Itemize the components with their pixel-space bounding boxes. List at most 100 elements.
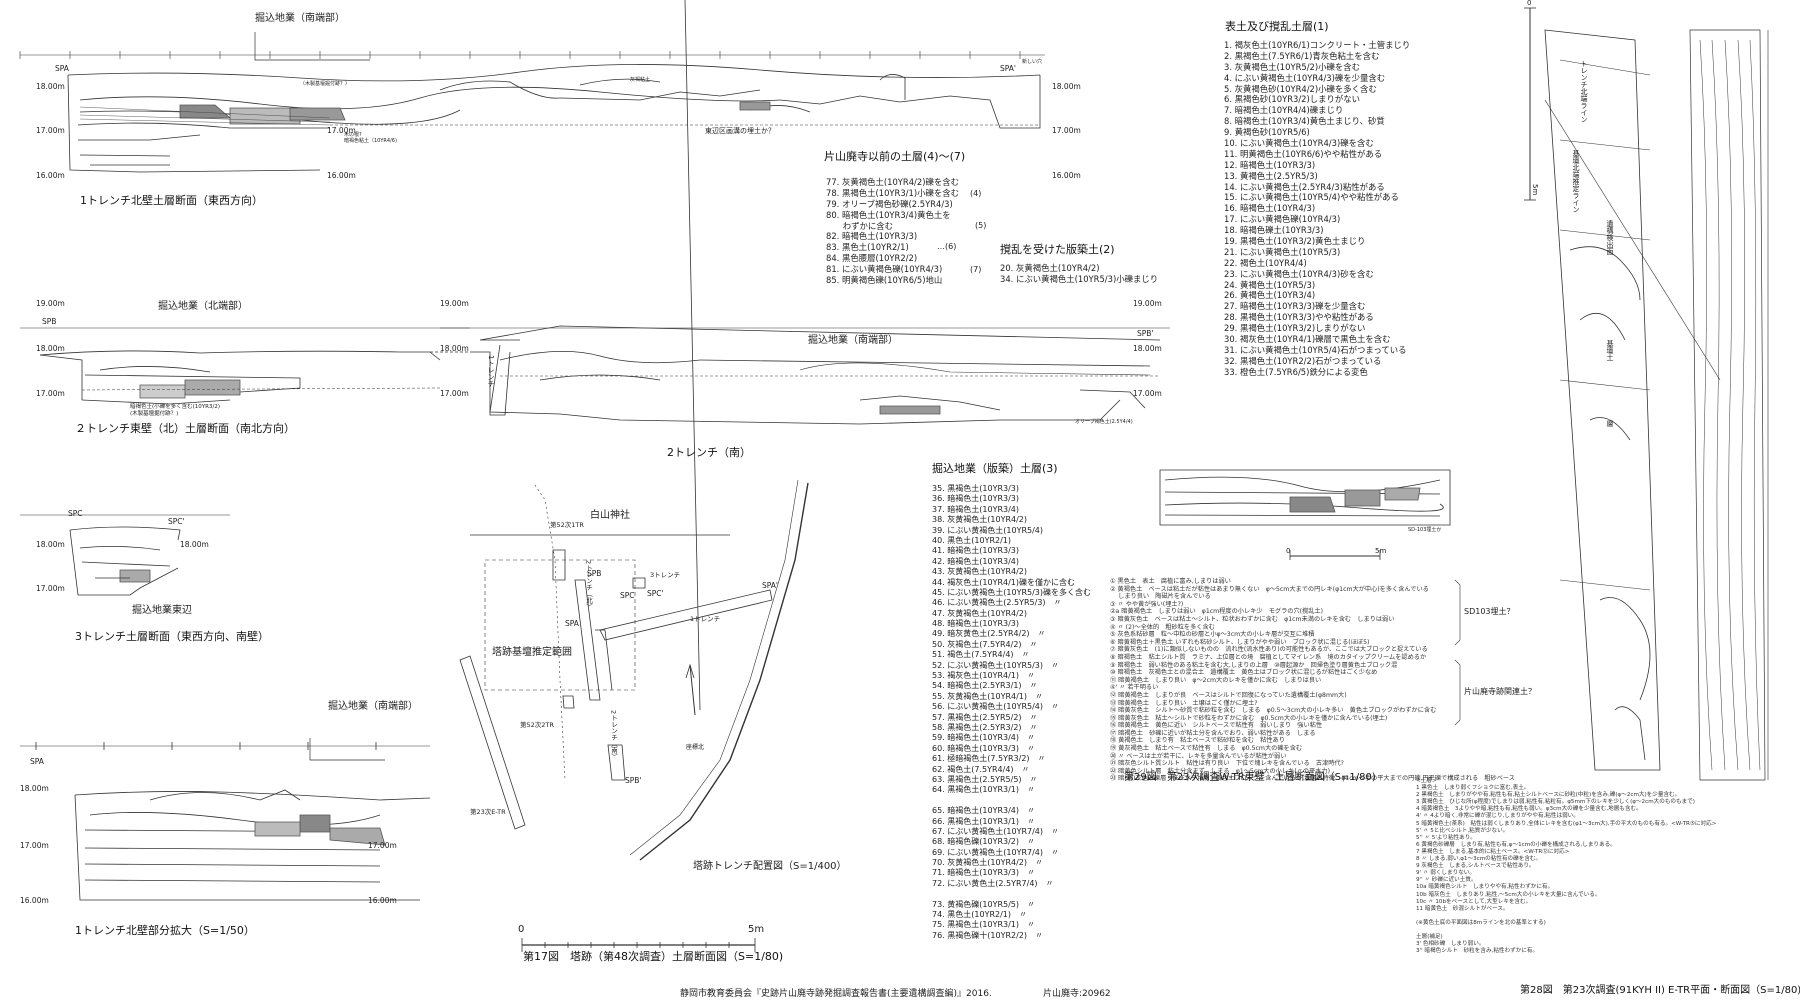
legend-bank-item: 41. 暗褐色土(10YR3/3) xyxy=(932,546,1020,556)
fig17-scale-bar xyxy=(521,938,756,952)
legend-surface-item: 31. にぶい黄褐色土(10YR5/4)石がつまっている xyxy=(1224,344,1407,355)
fig28-v3: 層 xyxy=(1606,420,1614,427)
legend-bank-item: 76. 黒褐色礫十(10YR2/2) 〃 xyxy=(932,930,1044,940)
fig2-elev-19-mid: 19.00m xyxy=(440,299,469,308)
fig4-elev-16-right: 16.00m xyxy=(368,896,397,905)
legend-pre-item: 85. 明黄褐色礫(10YR6/5)地山 xyxy=(826,275,943,286)
fig2-elev-17-mid: 17.00m xyxy=(440,389,469,398)
fig28-legend-item: 4 暗黄褐色土 3よりやや暗,粘性も有,粘性も弱い。φ3cm大の礫を少量含む,地… xyxy=(1416,806,1642,813)
legend-surface-item: 14. にぶい黄褐色土(2.5YR4/3)粘性がある xyxy=(1224,181,1385,192)
plan-spb-prime: SPB' xyxy=(625,776,642,785)
fig28-v1: 遺構検出面 xyxy=(1606,220,1614,255)
fig1-top-label: 掘込地業（南端部） xyxy=(255,13,345,24)
legend-bank-item: 70. 灰黄褐色土(10YR4/2) 〃 xyxy=(932,858,1044,868)
fig3-label: 掘込地業東辺 xyxy=(132,605,192,616)
fig1-elev-17-mid: 17.00m xyxy=(327,126,356,135)
fig1-note-4: 東辺区画溝の埋土か？ xyxy=(705,127,775,135)
plan-shrine: 白山神社 xyxy=(590,510,630,521)
fig28-legend-item: 9'' 〃 砂礫に近い土質。 xyxy=(1416,877,1477,884)
fig28-side: トレンチ北端ライン xyxy=(1580,60,1588,123)
fig4-elev-16: 16.00m xyxy=(20,896,49,905)
fig3-caption: 3トレンチ土層断面（東西方向、南壁） xyxy=(75,630,269,643)
fig4-elev-17-right: 17.00m xyxy=(368,841,397,850)
legend-bank-item: 48. 暗褐色土(10YR3/3) xyxy=(932,619,1020,629)
legend-surface-item: 18. 暗褐色礫土(10YR3/3) xyxy=(1224,225,1324,236)
fig29-legend-item: ⑮ 暗黄灰色土 粘土〜シルトで砂粒をわずかに含む φ0.5cm大の小レキを僅かに… xyxy=(1110,714,1388,722)
fig29-legend-item: ⑥ 暗黄褐色土＋黒色土 いずれも粘砂シルト、しまりがやや弱い ブロック状に混じる… xyxy=(1110,638,1370,646)
fig28-legend-item: 4' 〃 4より暗く,非常に礫が混じり,しまりがやや有,粘性は弱い。 xyxy=(1416,813,1579,820)
fig28-legend: <土層> 1 黒色土 しまり弱くフショクに富む,表土。 2 黒褐色土 しまりがや… xyxy=(1416,778,1716,955)
fig28-scale-0: 0 xyxy=(1527,0,1532,7)
plan-spa-prime: SPA' xyxy=(762,581,778,590)
fig29-legend-item: ⑦ 暗黄灰色土 (1)に類似しないものの 流れ性(流水性あり)の可能性もあるが、… xyxy=(1110,646,1428,654)
fig2-caption-left: ２トレンチ東壁（北）土層断面（南北方向） xyxy=(75,422,295,435)
legend-bank-item: 74. 黒色土(10YR2/1) 〃 xyxy=(932,910,1028,920)
fig2-elev-19-right: 19.00m xyxy=(1133,299,1162,308)
legend-surface-item: 11. 明黄褐色土(10YR6/6)やや粘性がある xyxy=(1224,148,1383,159)
fig17-scale-0: 0 xyxy=(518,924,525,935)
fig2-top-left-label: 掘込地業（北端部） xyxy=(158,301,248,312)
fig1-section xyxy=(19,32,1045,173)
legend-bank-item: 37. 暗褐色土(10YR3/4) xyxy=(932,504,1020,514)
legend-pre-item: わずかに含む xyxy=(826,220,893,231)
plan-spa: SPA xyxy=(565,619,579,628)
fig3-elev-18-right: 18.00m xyxy=(180,540,209,549)
plan-caption: 塔跡トレンチ配置図（S=1/400） xyxy=(693,861,847,872)
fig29-side-1: SD103埋土？ xyxy=(1464,607,1515,616)
legend-surface-item: 16. 暗褐色土(10YR4/3) xyxy=(1224,203,1316,214)
fig28-legend-item xyxy=(1416,913,1716,920)
fig1-elev-16-right: 16.00m xyxy=(1052,171,1081,180)
fig2-spb-prime: SPB' xyxy=(1137,329,1154,338)
fig29-legend-item: ⑫ 暗黄褐色土 しまりが良 ベースはシルトで回復になっていた遺構覆土(φ8mm大… xyxy=(1110,691,1347,699)
legend-bank-item: 59. 暗褐色土(10YR3/4) 〃 xyxy=(932,733,1036,743)
fig4-spa: SPA xyxy=(30,757,44,766)
legend-bank-item: 38. 灰黄褐色土(10YR4/2) xyxy=(932,515,1028,525)
footer-id: 片山廃寺:20962 xyxy=(1043,989,1111,999)
fig29-scale-5m: 5m xyxy=(1375,547,1387,555)
fig3-elev-17: 17.00m xyxy=(36,584,65,593)
fig3-section xyxy=(20,514,230,596)
legend-bank-item: 58. 黒褐色土(2.5YR3/2) 〃 xyxy=(932,722,1038,732)
legend-bank-item: 61. 極暗褐色土(7.5YR3/2) 〃 xyxy=(932,754,1046,764)
legend-surface-item: 7. 暗褐色土(10YR4/4)礫まじり xyxy=(1224,105,1344,116)
legend-bank-title: 掘込地業（版築）土層(3) xyxy=(932,462,1058,475)
fig29-legend-item: ⑳ 〃 ベースは土が若干に、レキを多量含んでいるが粘性が弱い xyxy=(1110,752,1287,760)
legend-disturbed-item: 20. 灰黄褐色土(10YR4/2) xyxy=(1000,263,1100,273)
fig28-legend-item: 10b 暗灰色土 しまりあり,粘性,〜5cm大の小レキを大量に含んでいる。 xyxy=(1416,891,1601,898)
legend-disturbed-item: 34. にぶい黄褐色土(10YR5/3)小礫まじり xyxy=(1000,273,1159,284)
fig1-spa-prime: SPA' xyxy=(1000,64,1016,73)
legend-bank-item: 36. 暗褐色土(10YR3/3) xyxy=(932,494,1020,504)
legend-bank-item: 51. 褐色土(7.5YR4/4) 〃 xyxy=(932,650,1030,660)
fig2-spb: SPB xyxy=(42,317,57,326)
plan-trench2s: 2トレンチ（南） xyxy=(609,710,618,760)
legend-surface-item: 12. 暗褐色土(10YR3/3) xyxy=(1224,159,1316,170)
legend-surface-item: 3. 灰黄褐色土(10YR5/2)小礫を含む xyxy=(1224,61,1361,72)
fig28-legend-item: 8 〃 しまる,弱い,φ1〜3cmの粘性有の礫を含む。 xyxy=(1416,856,1542,863)
legend-surface-item: 22. 褐色土(10YR4/4) xyxy=(1224,257,1307,268)
fig29-legend-item: ⑪ 暗黄褐色土 しまり良い φ〜2cm大のレキを僅かに含む しまりは良い xyxy=(1110,676,1322,684)
legend-bank-item: 73. 黄褐色礫(10YR5/5) 〃 xyxy=(932,899,1036,909)
legend-disturbed-title: 撹乱を受けた版築土(2) xyxy=(1000,243,1115,256)
fig2-elev-18: 18.00m xyxy=(36,344,65,353)
legend-surface-item: 32. 黒褐色土(10YR2/2)石がつまっている xyxy=(1224,355,1382,366)
fig3-spc: SPC xyxy=(68,509,83,518)
fig29-legend-item: ㉑ 暗灰色シルト質シルト 粘性は有り良い 下位で塊レキを含んでいる 古津時代? xyxy=(1110,760,1344,768)
fig29-legend-item: ③ 〃 やや黄が強い(埋土?) xyxy=(1110,600,1184,608)
legend-bank-item: 69. にぶい黄褐色土(10YR7/4) 〃 xyxy=(932,847,1060,857)
fig28-caption: 第28図 第23次調査(91KYH II) E-TR平面・断面図（S=1/80) xyxy=(1520,985,1800,996)
fig1-elev-17-right: 17.00m xyxy=(1052,126,1081,135)
legend-bank-item: 53. 褐灰色土(10YR4/1) 〃 xyxy=(932,671,1036,681)
fig29-legend-item: ⑲ 黄灰褐色土 粘土ベースで粘性有 しまる φ0.5cm大の礫を含む xyxy=(1110,745,1303,753)
legend-pre-item: 82. 暗褐色土(10YR3/3) xyxy=(826,231,918,242)
fig28-legend-item: 10c 〃 10bをベースとして,大型レキを含む。 xyxy=(1416,898,1532,905)
fig2-elev-17-right: 17.00m xyxy=(1133,389,1162,398)
fig29-legend-item: ⑯ 暗黄褐色土 黄色に近い シルトベースで粘性有 弱いしまり 強い粘性 xyxy=(1110,722,1323,730)
legend-bank-item: 50. 灰褐色土(7.5YR4/2) 〃 xyxy=(932,639,1038,649)
legend-pre-item: 81. にぶい黄褐色礫(10YR4/3) xyxy=(826,264,943,275)
plan-spb: SPB xyxy=(587,569,602,578)
legend-pre-mark-4: (4) xyxy=(970,189,982,198)
legend-surface-item: 15. にぶい黄褐色土(10YR5/4)やや粘性がある xyxy=(1224,192,1399,203)
fig29-legend-item: ⑨ 暗褐色土 弱い粘性のある粘土を含む大,しまりの上層 ⑩層起源か 回帰色塗り層… xyxy=(1110,661,1398,669)
